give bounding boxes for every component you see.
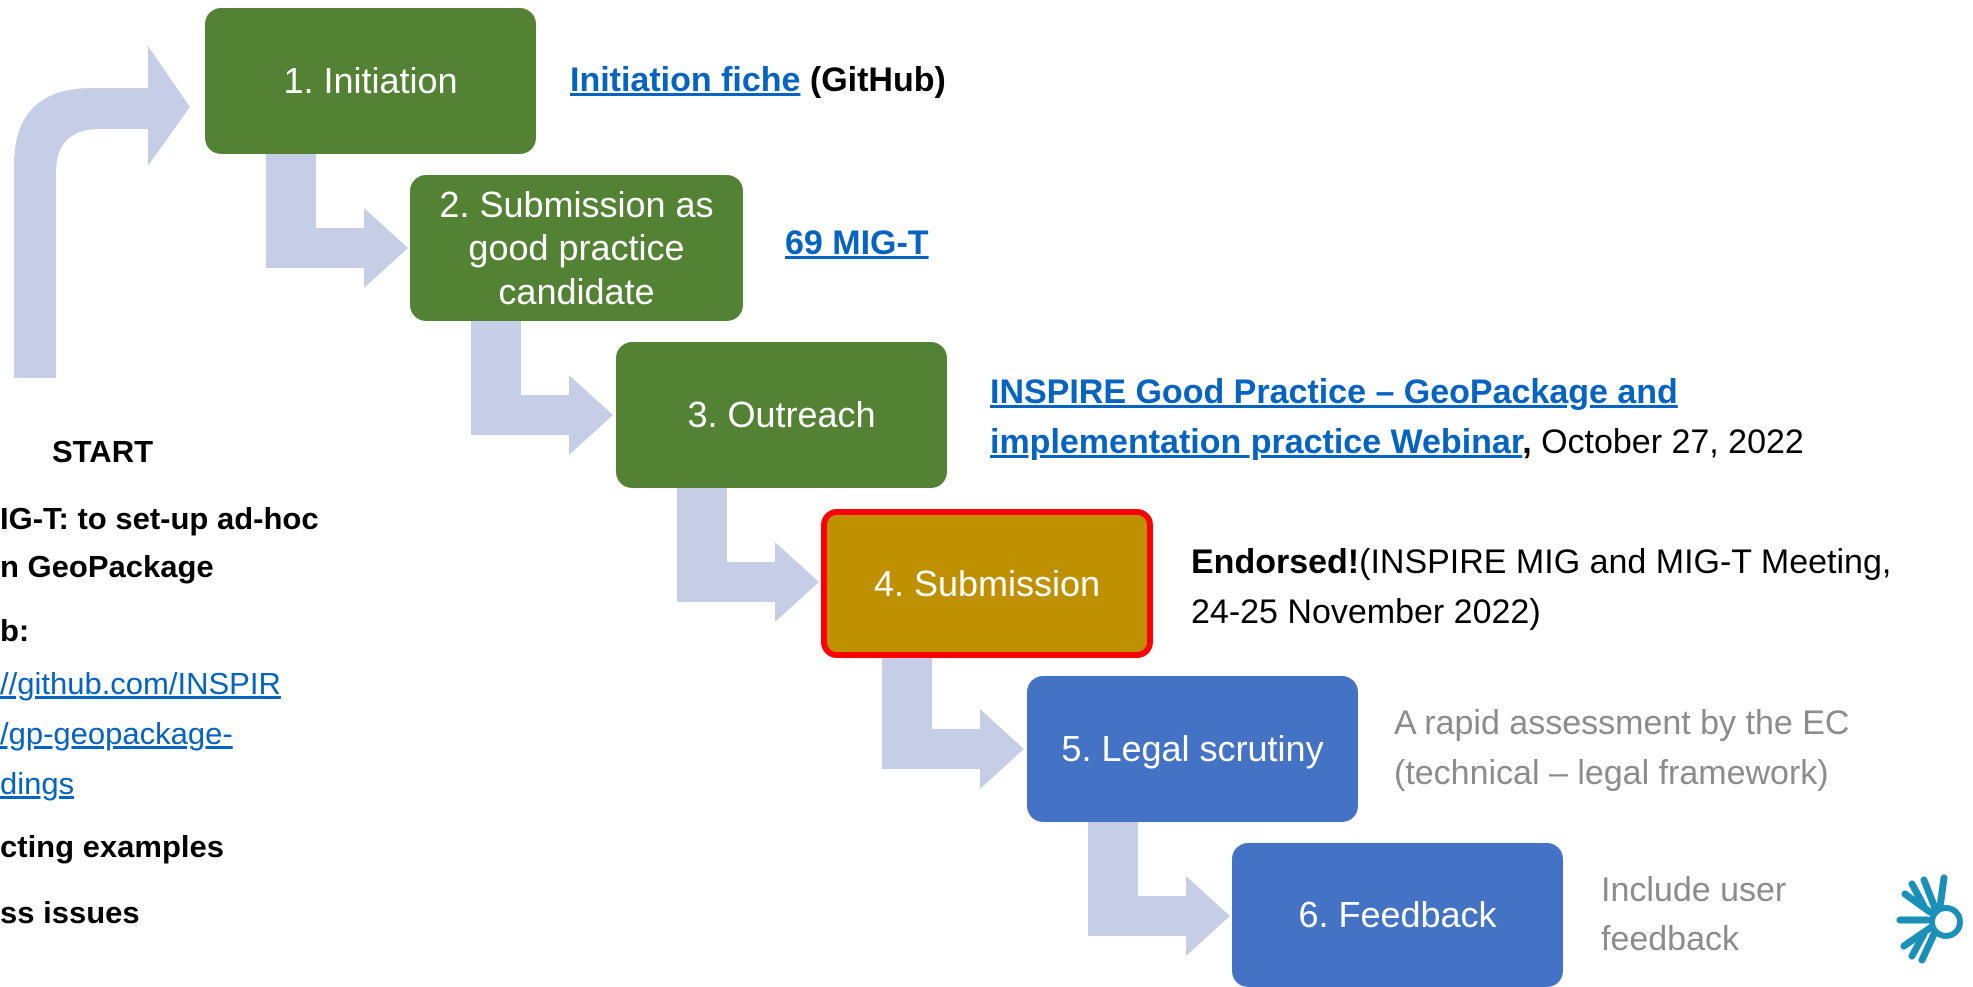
connector-1-2	[266, 154, 408, 288]
webinar-link-line2[interactable]: implementation practice Webinar	[990, 423, 1523, 461]
feedback-note-line2: feedback	[1601, 920, 1739, 958]
left-panel-line4: cting examples	[0, 829, 224, 864]
webinar-date: October 27, 2022	[1531, 423, 1804, 461]
feedback-note-line1: Include user	[1601, 871, 1787, 909]
legal-scrutiny-note-line2: (technical – legal framework)	[1394, 754, 1829, 792]
initiation-fiche-link[interactable]: Initiation fiche	[570, 61, 801, 99]
annotation-outreach: INSPIRE Good Practice – GeoPackage and	[990, 367, 1678, 417]
annotation-comma: ,	[1522, 423, 1532, 461]
left-panel-line2: n GeoPackage	[0, 549, 214, 584]
endorsed-meeting: (INSPIRE MIG and MIG-T Meeting,	[1359, 543, 1892, 581]
connector-3-4	[677, 488, 819, 622]
step-legal-scrutiny: 5. Legal scrutiny	[1027, 676, 1358, 822]
mig-t-69-link[interactable]: 69 MIG-T	[785, 224, 929, 262]
start-label: START	[52, 434, 154, 469]
webinar-link-line1[interactable]: INSPIRE Good Practice – GeoPackage and	[990, 373, 1678, 411]
annotation-submission-candidate: 69 MIG-T	[785, 218, 929, 268]
step-outreach: 3. Outreach	[616, 342, 947, 488]
endorsed-label: Endorsed!	[1191, 543, 1360, 581]
github-url-line3[interactable]: dings	[0, 766, 75, 801]
endorsed-date: 24-25 November 2022)	[1191, 593, 1541, 631]
github-url-line1[interactable]: //github.com/INSPIR	[0, 666, 281, 701]
step-initiation: 1. Initiation	[205, 8, 536, 154]
annotation-outreach-line2: implementation practice Webinar, October…	[990, 417, 1804, 467]
annotation-submission: Endorsed!(INSPIRE MIG and MIG-T Meeting,	[1191, 537, 1891, 587]
start-arrow	[14, 46, 190, 378]
step-feedback: 6. Feedback	[1232, 843, 1563, 987]
connector-5-6	[1088, 822, 1230, 956]
legal-scrutiny-note-line1: A rapid assessment by the EC	[1394, 704, 1850, 742]
github-url-line2[interactable]: /gp-geopackage-	[0, 716, 233, 751]
step-submission: 4. Submission	[821, 509, 1153, 658]
annotation-initiation: Initiation fiche (GitHub)	[570, 55, 946, 105]
left-panel-line1: IG-T: to set-up ad-hoc	[0, 501, 319, 536]
annotation-github-label: (GitHub)	[800, 61, 946, 99]
left-panel-line5: ss issues	[0, 895, 140, 930]
step-submission-candidate: 2. Submission as good practice candidate	[410, 175, 743, 321]
connector-4-5	[882, 658, 1024, 789]
left-panel-line3: b:	[0, 613, 30, 648]
connector-2-3	[471, 321, 613, 455]
